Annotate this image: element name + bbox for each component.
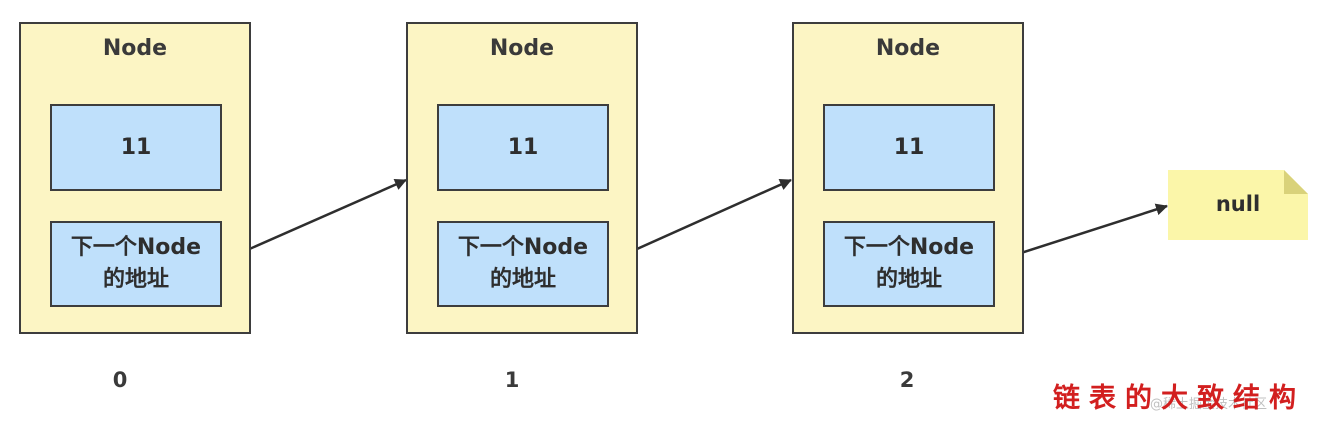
node-title: Node bbox=[102, 36, 168, 61]
node-value-field: 11 bbox=[50, 104, 222, 191]
node-next-pointer-field: 下一个Node 的地址 bbox=[50, 221, 222, 307]
next-pointer-label-line1: 下一个Node bbox=[457, 235, 589, 260]
arrow-node0-to-node1 bbox=[219, 178, 407, 264]
node-box-0: Node 11 下一个Node 的地址 bbox=[19, 22, 251, 334]
node-index-1: 1 bbox=[504, 368, 520, 392]
node-box-2: Node 11 下一个Node 的地址 bbox=[792, 22, 1024, 334]
node-title: Node bbox=[489, 36, 555, 61]
watermark: @稀土掘金技术社区 bbox=[1150, 397, 1268, 412]
node-next-pointer-field: 下一个Node 的地址 bbox=[823, 221, 995, 307]
next-pointer-label-line2: 的地址 bbox=[102, 267, 169, 292]
arrow-node1-to-node2 bbox=[607, 178, 792, 264]
node-title: Node bbox=[875, 36, 941, 61]
next-pointer-label-line2: 的地址 bbox=[875, 267, 942, 292]
diagram-caption: 链表的大致结构 bbox=[1053, 383, 1305, 414]
node-value-field: 11 bbox=[823, 104, 995, 191]
next-pointer-label-line1: 下一个Node bbox=[843, 235, 975, 260]
node-value-field: 11 bbox=[437, 104, 609, 191]
node-box-1: Node 11 下一个Node 的地址 bbox=[406, 22, 638, 334]
null-terminator-label: null bbox=[1215, 192, 1261, 216]
next-pointer-label-line1: 下一个Node bbox=[70, 235, 202, 260]
null-note-shape bbox=[1168, 170, 1308, 240]
node-next-pointer-field: 下一个Node 的地址 bbox=[437, 221, 609, 307]
next-pointer-label-line2: 的地址 bbox=[489, 267, 556, 292]
node-index-0: 0 bbox=[112, 368, 128, 392]
node-index-2: 2 bbox=[899, 368, 915, 392]
